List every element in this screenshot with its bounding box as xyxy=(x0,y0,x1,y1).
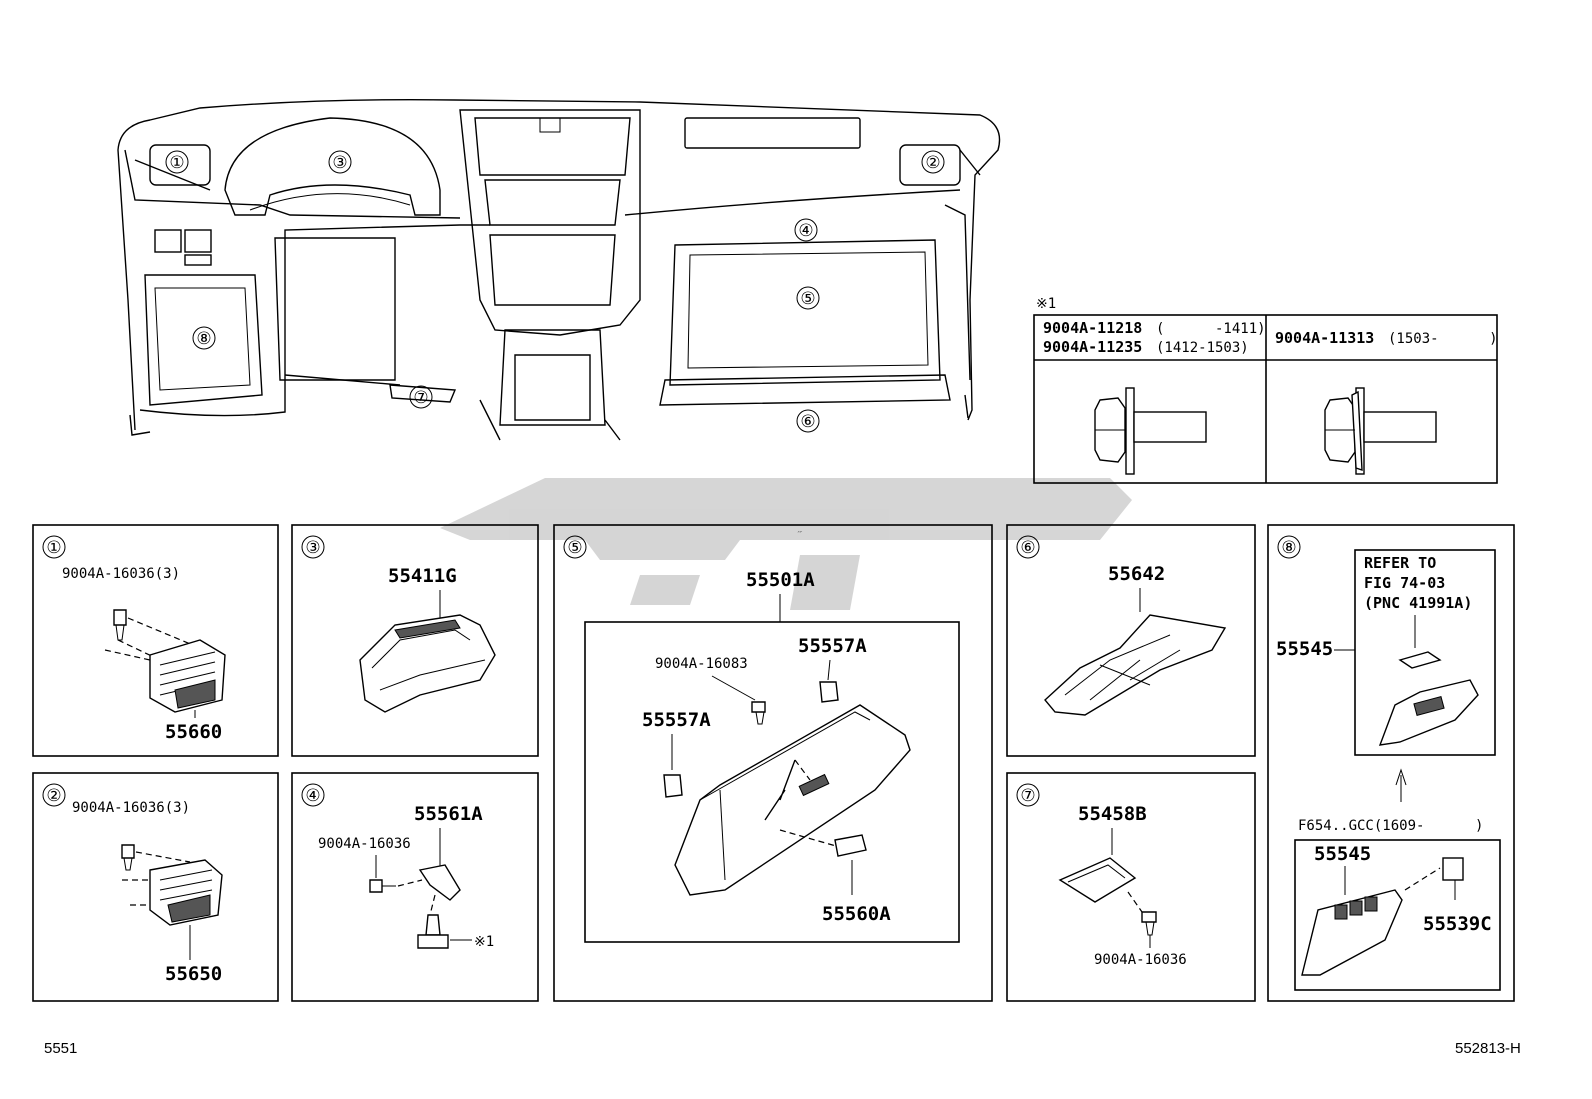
table-col1-line2-part: 9004A-11235 xyxy=(1043,338,1142,356)
panel-8-refer-line2: FIG 74-03 xyxy=(1364,574,1445,592)
panel-5-callout: ⑤ xyxy=(567,538,582,558)
panel-7-part-label: 55458B xyxy=(1078,803,1147,825)
bolt-icon xyxy=(1094,387,1207,475)
panel-8: ⑧ 55545 REFER TO FIG 74-03 (PNC 41991A) … xyxy=(1267,524,1515,1002)
panel-6-part-label: 55642 xyxy=(1108,563,1165,585)
clip-icon xyxy=(418,864,461,901)
callout-8: ⑧ xyxy=(196,329,211,349)
panel-7-callout: ⑦ xyxy=(1020,786,1035,806)
panel-4-screw-label: 9004A-16036 xyxy=(318,836,411,852)
arrow-up-icon xyxy=(1395,768,1407,802)
panel-4-part-label: 55561A xyxy=(414,803,483,825)
watermark xyxy=(440,478,1132,610)
panel-1-callout: ① xyxy=(46,538,61,558)
panel-2: ② 9004A-16036(3) 55650 xyxy=(32,772,279,1002)
glove-box-icon xyxy=(674,704,911,896)
damper-icon xyxy=(663,681,839,798)
overview-callouts: ① ② ③ ④ ⑤ ⑥ ⑦ ⑧ xyxy=(165,150,945,433)
bolt-with-washer-icon xyxy=(1324,387,1437,475)
switch-panel-icon xyxy=(1301,889,1403,976)
panel-2-screw-label: 9004A-16036(3) xyxy=(72,800,190,816)
table-col2-part: 9004A-11313 xyxy=(1275,329,1374,347)
panel-5-damper-b-label: 55557A xyxy=(642,709,711,731)
callout-7: ⑦ xyxy=(413,388,428,408)
clip-icon xyxy=(1442,857,1464,881)
watermark-text: ﺗﻮﻳﻮ xyxy=(798,531,803,533)
panel-6-callout: ⑥ xyxy=(1020,538,1035,558)
callout-3: ③ xyxy=(332,153,347,173)
panel-5: ⑤ 55501A 9004A-16083 55557A 55557A 55560… xyxy=(553,524,993,1002)
panel-2-callout: ② xyxy=(46,786,61,806)
table-col1-line1-part: 9004A-11218 xyxy=(1043,319,1142,337)
panel-4: ④ 55561A 9004A-16036 ※1 xyxy=(291,772,539,1002)
screw-icon xyxy=(1141,911,1157,936)
table-note-mark: ※1 xyxy=(1036,296,1056,312)
panel-4-callout: ④ xyxy=(305,786,320,806)
footer-right-code: 552813-H xyxy=(1455,1040,1521,1057)
reinforcement-frame-icon xyxy=(1044,614,1227,716)
panel-8-refer-line3: (PNC 41991A) xyxy=(1364,594,1472,612)
air-vent-icon xyxy=(149,639,226,713)
callout-4: ④ xyxy=(798,221,813,241)
callout-2: ② xyxy=(925,153,940,173)
panel-5-damper-a-label: 55557A xyxy=(798,635,867,657)
panel-7: ⑦ 55458B 9004A-16036 xyxy=(1006,772,1256,1002)
air-vent-icon xyxy=(149,859,223,926)
cover-panel-icon xyxy=(1058,857,1137,903)
callout-6: ⑥ xyxy=(800,412,815,432)
table-col1-line2-range: (1412-1503) xyxy=(1156,340,1249,356)
dashboard-overview xyxy=(117,98,1001,441)
panel-1: ① 9004A-16036(3) 55660 xyxy=(32,524,279,757)
latch-icon xyxy=(834,834,867,857)
table-col1-line1-range: ( -1411) xyxy=(1156,321,1266,337)
panel-5-latch-label: 55560A xyxy=(822,903,891,925)
bolt-icon xyxy=(417,914,449,949)
screw-icon xyxy=(369,879,396,893)
panel-8-variant-label: F654..GCC(1609- ) xyxy=(1298,818,1483,834)
panel-8-part-bottom-label: 55545 xyxy=(1314,843,1371,865)
panel-8-refer-line1: REFER TO xyxy=(1364,554,1436,572)
callout-5: ⑤ xyxy=(800,289,815,309)
panel-8-clip-label: 55539C xyxy=(1423,913,1492,935)
meter-hood-icon xyxy=(359,614,496,713)
panel-5-screw-label: 9004A-16083 xyxy=(655,656,748,672)
panel-2-part-label: 55650 xyxy=(165,963,222,985)
panel-3: ③ 55411G xyxy=(291,524,539,757)
screw-icon xyxy=(751,701,766,725)
lower-panel-icon xyxy=(1378,679,1479,746)
panel-5-assembly-label: 55501A xyxy=(746,569,815,591)
panel-1-part-label: 55660 xyxy=(165,721,222,743)
panel-8-callout: ⑧ xyxy=(1281,538,1296,558)
panel-1-screw-label: 9004A-16036(3) xyxy=(62,566,180,582)
table-col2-range: (1503- ) xyxy=(1388,331,1498,347)
panel-6: ⑥ 55642 xyxy=(1006,524,1256,757)
screw-icon xyxy=(121,844,135,871)
panel-3-part-label: 55411G xyxy=(388,565,457,587)
footer-left-code: 5551 xyxy=(44,1040,77,1057)
callout-1: ① xyxy=(169,153,184,173)
panel-8-part-top-label: 55545 xyxy=(1276,638,1333,660)
panel-3-callout: ③ xyxy=(305,538,320,558)
bolt-table: ※1 9004A-11218 ( -1411) 9004A-11235 (141… xyxy=(1033,296,1498,484)
screw-icon xyxy=(113,609,127,641)
panel-4-bolt-note: ※1 xyxy=(474,934,494,950)
panel-7-screw-label: 9004A-16036 xyxy=(1094,952,1187,968)
